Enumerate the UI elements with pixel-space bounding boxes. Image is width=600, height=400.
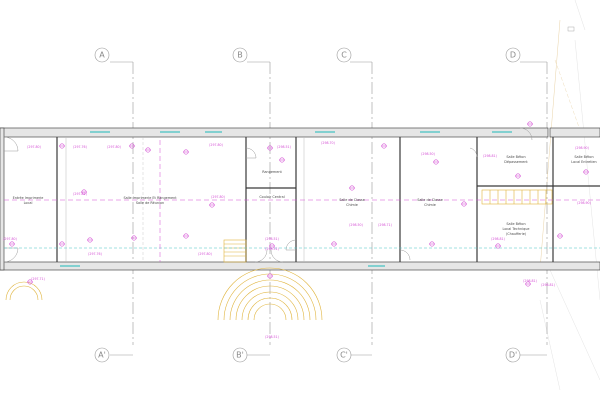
level-label: (298.81) [491,237,505,241]
room-sub: Local [24,201,33,205]
level-marker [59,241,65,247]
level-label: (298.51) [265,247,279,251]
level-label: (298.51) [265,237,279,241]
room-sub: Local Technique [503,227,530,231]
svg-text:A': A' [98,351,106,360]
level-marker [27,279,33,285]
room-sub: Local Entretien [571,160,596,164]
level-label: (297.80) [198,252,212,256]
level-label: (298.51) [265,335,279,339]
level-label: (298.71) [378,223,392,227]
level-marker [129,143,135,149]
level-marker [269,243,275,249]
level-label: (298.50) [421,152,435,156]
windows [60,131,512,267]
level-marker [131,235,137,241]
level-marker [429,241,435,247]
room-name: Entrée Imprimerie [13,196,44,200]
level-label: (298.90) [577,201,591,205]
grid-bubble-b-prime: B' [232,347,248,363]
grid-bubble-c-prime: C' [336,347,352,363]
level-marker [583,169,589,175]
grid-bubble-a-prime: A' [94,347,110,363]
grid-bubble-d-prime: D' [505,347,521,363]
room-sub: (Chaufferie) [506,232,527,236]
level-marker [183,233,189,239]
grid-bubble-b: B [232,47,248,63]
level-label: (297.76) [73,145,87,149]
level-label: (297.81) [73,192,87,196]
room-name: Salle de Classe [339,198,365,202]
level-label: (298.51) [277,145,291,149]
level-label: (298.81) [483,154,497,158]
level-label: (298.81) [541,283,555,287]
level-label: (298.70) [321,141,335,145]
level-marker [209,202,215,208]
svg-text:B: B [237,51,243,60]
level-label: (297.80) [27,145,41,149]
level-marker [349,185,355,191]
level-marker [87,237,93,243]
room-name: Salle Béton [574,155,593,159]
level-marker [81,189,87,195]
level-marker [145,147,151,153]
level-marker [515,173,521,179]
level-marker [527,121,533,127]
room-sub: Chimie [346,203,358,207]
svg-text:A: A [99,51,105,60]
level-marker [525,281,531,287]
dashed-lines [4,140,600,262]
level-marker [331,241,337,247]
level-marker [267,273,273,279]
exterior-walls [0,127,600,271]
level-label: (297.80) [3,237,17,241]
room-sub: Dépassement [504,160,528,164]
svg-text:C: C [341,51,347,60]
level-label: (297.76) [88,252,102,256]
level-markers [9,121,589,287]
level-marker [495,243,501,249]
grid-bubble-d: D [505,47,521,63]
level-marker [381,143,387,149]
level-label: (298.50) [349,223,363,227]
level-label: (298.81) [523,279,537,283]
svg-text:B': B' [236,351,244,360]
grid-bubble-c: C [336,47,352,63]
level-marker [59,143,65,149]
grid-axes [110,61,548,356]
room-name: Salle de Classe [417,198,443,202]
level-labels: (297.80) (297.76) (297.80) (297.80) (297… [3,141,591,339]
level-label: (298.90) [575,146,589,150]
room-name: Salle Béton [506,155,525,159]
svg-text:D': D' [509,351,517,360]
level-marker [461,201,467,207]
level-label: (297.80) [211,195,225,199]
room-name: Rangement [262,170,282,174]
level-marker [183,149,189,155]
svg-text:C': C' [340,351,348,360]
interior-stairs [223,189,553,263]
entrance-steps [5,267,323,321]
grid-bubble-a: A [94,47,110,63]
level-label: (297.80) [107,145,121,149]
room-name: Salle Béton [506,222,525,226]
room-name: Couloir Central [259,195,284,199]
level-label: (297.71) [31,277,45,281]
room-sub: Salle de Réunion [136,201,164,205]
room-name: Salle Imprimerie Et Rangement [123,196,177,200]
room-labels: Entrée Imprimerie Local Salle Imprimerie… [13,155,597,236]
construction-lines [539,0,600,391]
level-marker [433,159,439,165]
room-sub: Chimie [424,203,436,207]
corner-tag [567,26,575,32]
level-marker [279,157,285,163]
level-marker [267,145,273,151]
level-marker [557,233,563,239]
svg-text:D: D [510,51,516,60]
doors [3,127,533,263]
level-marker [9,241,15,247]
level-label: (297.80) [209,143,223,147]
